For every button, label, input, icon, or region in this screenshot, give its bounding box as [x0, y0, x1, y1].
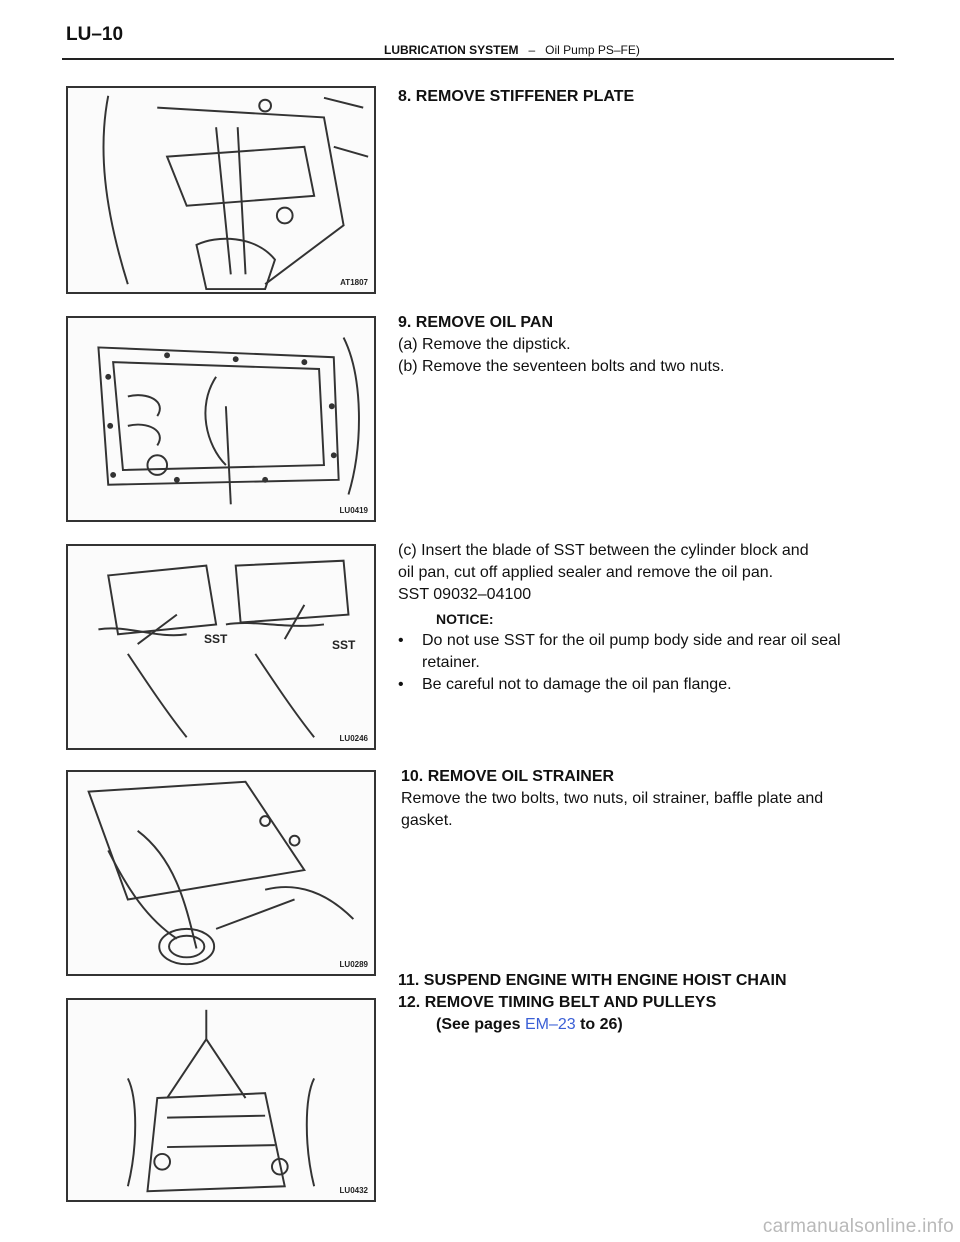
figure-oil-pan: LU0419 — [66, 316, 376, 522]
notice-bullet-2: • Be careful not to damage the oil pan f… — [398, 674, 868, 696]
page-number: LU–10 — [66, 24, 124, 45]
see-suffix: to 26) — [575, 1016, 623, 1033]
notice-bullet-2-text: Be careful not to damage the oil pan fla… — [422, 676, 732, 693]
figure-illustration — [102, 95, 369, 291]
sst-part-number: SST 09032–04100 — [398, 586, 532, 603]
figure-illustration — [126, 1009, 316, 1193]
step-10: 10. REMOVE OIL STRAINER Remove the two b… — [401, 766, 871, 832]
step-9-heading: 9. REMOVE OIL PAN — [398, 314, 553, 331]
figure-code: AT1807 — [340, 278, 368, 287]
step-9a: (a) Remove the dipstick. — [398, 336, 571, 353]
step-12-heading: 12. REMOVE TIMING BELT AND PULLEYS — [398, 994, 717, 1011]
header-rule — [62, 58, 894, 60]
figure-stiffener-plate: AT1807 — [66, 86, 376, 294]
figure-code: LU0289 — [339, 960, 368, 969]
step-10-line-1: Remove the two bolts, two nuts, oil stra… — [401, 790, 824, 807]
figure-code: LU0432 — [339, 1186, 368, 1195]
see-prefix: (See pages — [436, 1016, 525, 1033]
figure-oil-strainer: LU0289 — [66, 770, 376, 976]
step-9: 9. REMOVE OIL PAN (a) Remove the dipstic… — [398, 312, 724, 378]
notice-label: NOTICE: — [436, 611, 494, 627]
step-10-line-2: gasket. — [401, 812, 453, 829]
figure-engine-hoist: LU0432 — [66, 998, 376, 1202]
step-8-heading: 8. REMOVE STIFFENER PLATE — [398, 88, 635, 105]
notice-bullet-1: • Do not use SST for the oil pump body s… — [398, 630, 868, 674]
section-title: LUBRICATION SYSTEM–Oil Pump PS–FE) — [384, 43, 640, 57]
sst-label-left: SST — [204, 632, 228, 646]
step-9c: (c) Insert the blade of SST between the … — [398, 540, 868, 696]
step-12-reference: (See pages EM–23 to 26) — [436, 1014, 787, 1036]
step-11-12: 11. SUSPEND ENGINE WITH ENGINE HOIST CHA… — [398, 970, 787, 1036]
figure-code: LU0246 — [339, 734, 368, 743]
step-11-heading: 11. SUSPEND ENGINE WITH ENGINE HOIST CHA… — [398, 972, 787, 989]
page-link-em-23[interactable]: EM–23 — [524, 1016, 576, 1033]
bullet-glyph: • — [398, 676, 404, 693]
notice-bullet-1-text: Do not use SST for the oil pump body sid… — [422, 632, 841, 671]
section-separator: – — [528, 43, 536, 57]
subsection-name: Oil Pump PS–FE) — [545, 43, 640, 57]
bullet-glyph: • — [398, 632, 404, 649]
step-8: 8. REMOVE STIFFENER PLATE — [398, 86, 634, 108]
figure-sst-oil-pan: SST SST LU0246 — [66, 544, 376, 750]
figure-illustration — [97, 337, 360, 505]
step-10-heading: 10. REMOVE OIL STRAINER — [401, 768, 615, 785]
step-9c-line-1: (c) Insert the blade of SST between the … — [398, 542, 809, 559]
figure-illustration — [98, 559, 350, 738]
figure-code: LU0419 — [339, 506, 368, 515]
figure-illustration — [87, 780, 355, 966]
section-name: LUBRICATION SYSTEM — [384, 43, 519, 57]
watermark: carmanualsonline.info — [762, 1216, 954, 1237]
step-9c-line-2: oil pan, cut off applied sealer and remo… — [398, 564, 774, 581]
step-9b: (b) Remove the seventeen bolts and two n… — [398, 358, 725, 375]
sst-label-right: SST — [332, 638, 356, 652]
